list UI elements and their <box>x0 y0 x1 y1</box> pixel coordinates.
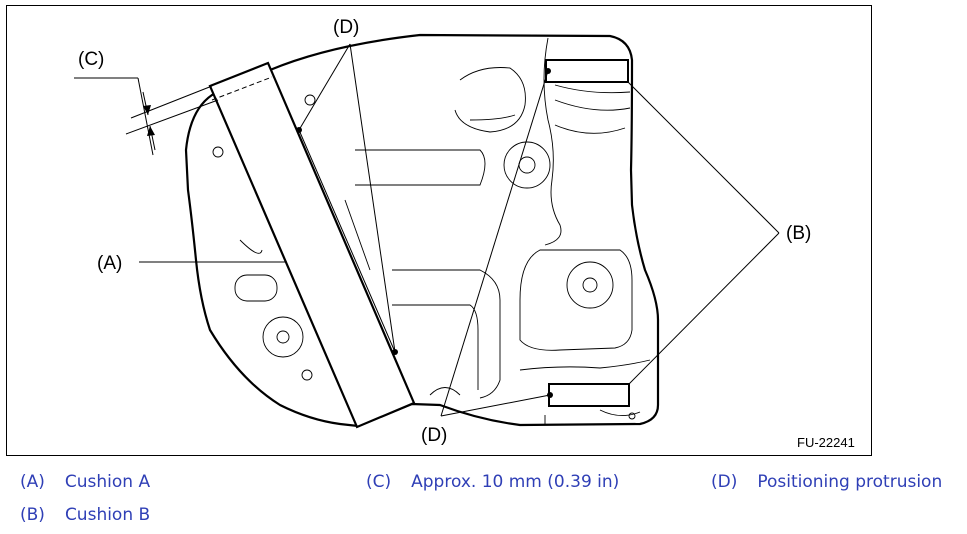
tank-outline <box>184 33 660 428</box>
leader-lines <box>139 43 780 417</box>
cushion-b-top <box>545 59 629 83</box>
cushion-a-dash <box>211 76 273 101</box>
figure-id: FU-22241 <box>797 435 855 450</box>
dimension-c <box>74 77 219 156</box>
callout-a: (A) <box>97 253 122 274</box>
callout-c: (C) <box>78 49 104 70</box>
cushion-a <box>208 61 416 429</box>
callout-b: (B) <box>786 223 811 244</box>
callout-d-bottom: (D) <box>421 425 447 446</box>
dimension-c-arrow-top <box>143 105 151 115</box>
protrusion-line-a <box>298 129 396 353</box>
dimension-c-arrow-bottom <box>147 126 155 136</box>
cushion-b-bottom <box>548 383 630 407</box>
callout-d-top: (D) <box>333 17 359 38</box>
tank-details <box>212 37 651 425</box>
figure-frame <box>6 5 872 456</box>
